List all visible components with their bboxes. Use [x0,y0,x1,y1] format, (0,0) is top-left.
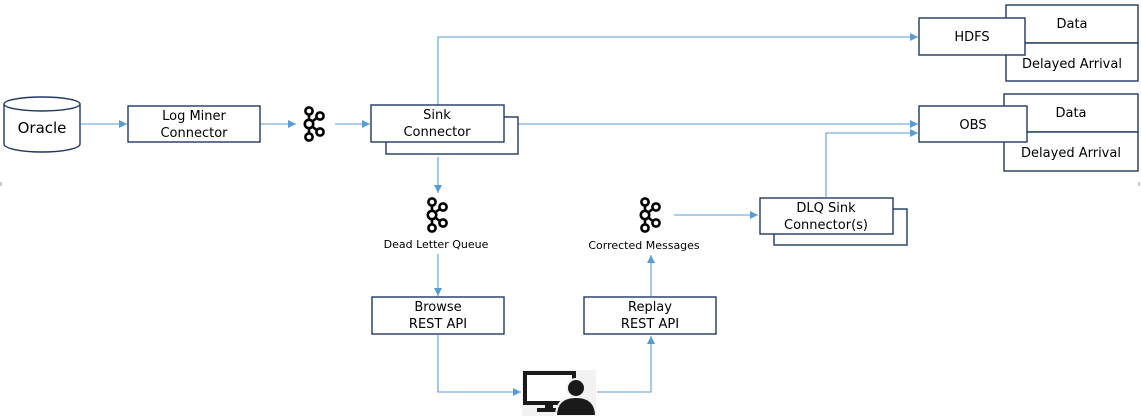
browse-label-line2: REST API [409,317,467,332]
dlq-sink-label-line1: DLQ Sink [796,201,856,216]
edge-sink-to-hdfs [437,33,918,105]
obs-delayed-arrival-label: Delayed Arrival [1021,146,1121,161]
sink-connector: Sink Connector [370,104,519,155]
connector-lines [81,33,918,396]
dead-letter-queue-label: Dead Letter Queue [384,238,489,251]
log-miner-connector: Log Miner Connector [127,105,261,143]
browse-label-line1: Browse [414,300,461,315]
hdfs-label: HDFS [954,30,989,45]
dlq-sink-label-line2: Connector(s) [784,218,868,233]
kafka-icon [426,197,448,233]
replay-label-line1: Replay [628,300,672,315]
obs-group: OBS Data Delayed Arrival [918,93,1139,172]
sink-label-line1: Sink [423,108,451,123]
edge-dlqsink-to-obs [825,129,918,197]
oracle-database: Oracle [3,96,81,153]
obs-label: OBS [959,118,986,133]
edge-browse-to-user [437,335,521,396]
kafka-icon [303,106,325,142]
database-icon [3,96,81,153]
kafka-icon [639,197,661,233]
replay-rest-api: Replay REST API [583,296,717,335]
corrected-messages-label: Corrected Messages [588,239,700,252]
hdfs-data-label: Data [1056,17,1087,32]
sink-label-line2: Connector [403,125,471,140]
hdfs-group: HDFS Data Delayed Arrival [918,4,1139,82]
edge-user-to-replay [597,336,655,393]
dlq-sink-connector: DLQ Sink Connector(s) [759,197,908,246]
browse-rest-api: Browse REST API [371,296,505,335]
hdfs-delayed-arrival-label: Delayed Arrival [1022,57,1122,72]
log-miner-label-line1: Log Miner [162,109,226,124]
oracle-label: Oracle [18,119,67,137]
user-workstation-icon [522,370,598,416]
obs-data-label: Data [1055,106,1086,121]
replay-label-line2: REST API [621,317,679,332]
log-miner-label-line2: Connector [160,126,228,141]
